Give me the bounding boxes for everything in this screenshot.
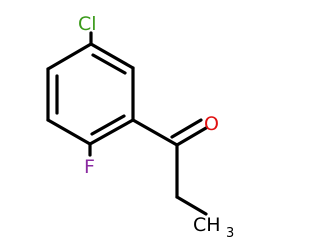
methyl-label: CH (193, 214, 221, 236)
fluorine-label: F (84, 156, 95, 178)
bond-carbonyl-oxygen-outer (175, 126, 208, 147)
atom-labels: Cl F O CH 3 (78, 13, 234, 241)
structure-drawing: Cl F O CH 3 (46, 13, 234, 241)
bond-ring-carbonyl (131, 118, 179, 147)
ring-bond-c1-c2 (89, 42, 135, 70)
ring-bond-c1-c2-inner (91, 53, 127, 75)
ring-bond-c3-c4 (88, 118, 135, 146)
bond-carbonyl-oxygen-inner (170, 118, 203, 139)
bonds (46, 31, 208, 216)
methyl-subscript: 3 (226, 226, 234, 241)
oxygen-label: O (204, 113, 219, 135)
ring-bond-c4-c5 (46, 118, 92, 146)
bond-ch2-ch3 (175, 195, 208, 216)
ring-bond-c3-c4-inner (90, 114, 126, 136)
ring-bond-c6-c1 (46, 42, 93, 71)
chlorine-label: Cl (78, 13, 97, 35)
